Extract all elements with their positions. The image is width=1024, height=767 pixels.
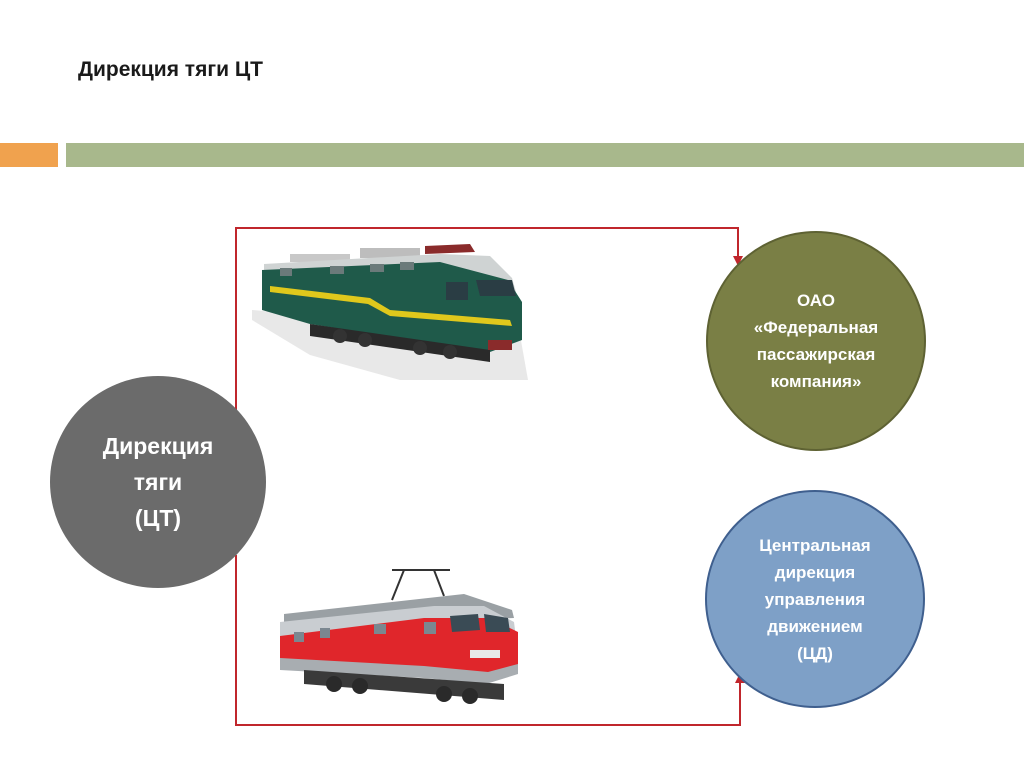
node-text-line: Дирекция — [102, 433, 214, 459]
node-text-line: дирекция — [774, 562, 856, 582]
header-accent-bar — [0, 143, 58, 167]
node-text-line: ОАО — [796, 291, 836, 310]
node-text-line: (ЦД) — [797, 643, 833, 663]
node-text-line: пассажирская — [756, 345, 876, 364]
node-text-line: движением — [767, 616, 863, 636]
header-bar — [66, 143, 1024, 167]
node-text-line: компания» — [770, 372, 862, 391]
slide-title: Дирекция тяги ЦТ — [78, 58, 263, 81]
green-locomotive-image — [252, 244, 528, 380]
red-locomotive-image — [280, 569, 518, 704]
traction-directorate-node: Дирекция тяги (ЦТ) — [50, 376, 266, 588]
node-text-line: управления — [764, 589, 866, 609]
node-text-line: тяги — [133, 469, 183, 495]
node-text-line: (ЦТ) — [134, 505, 182, 531]
fpk-company-node: ОАО «Федеральная пассажирская компания» — [706, 231, 926, 451]
traffic-control-directorate-node: Центральная дирекция управления движение… — [705, 490, 925, 708]
node-text-line: «Федеральная — [753, 318, 879, 337]
node-text-line: Центральная — [759, 535, 871, 555]
